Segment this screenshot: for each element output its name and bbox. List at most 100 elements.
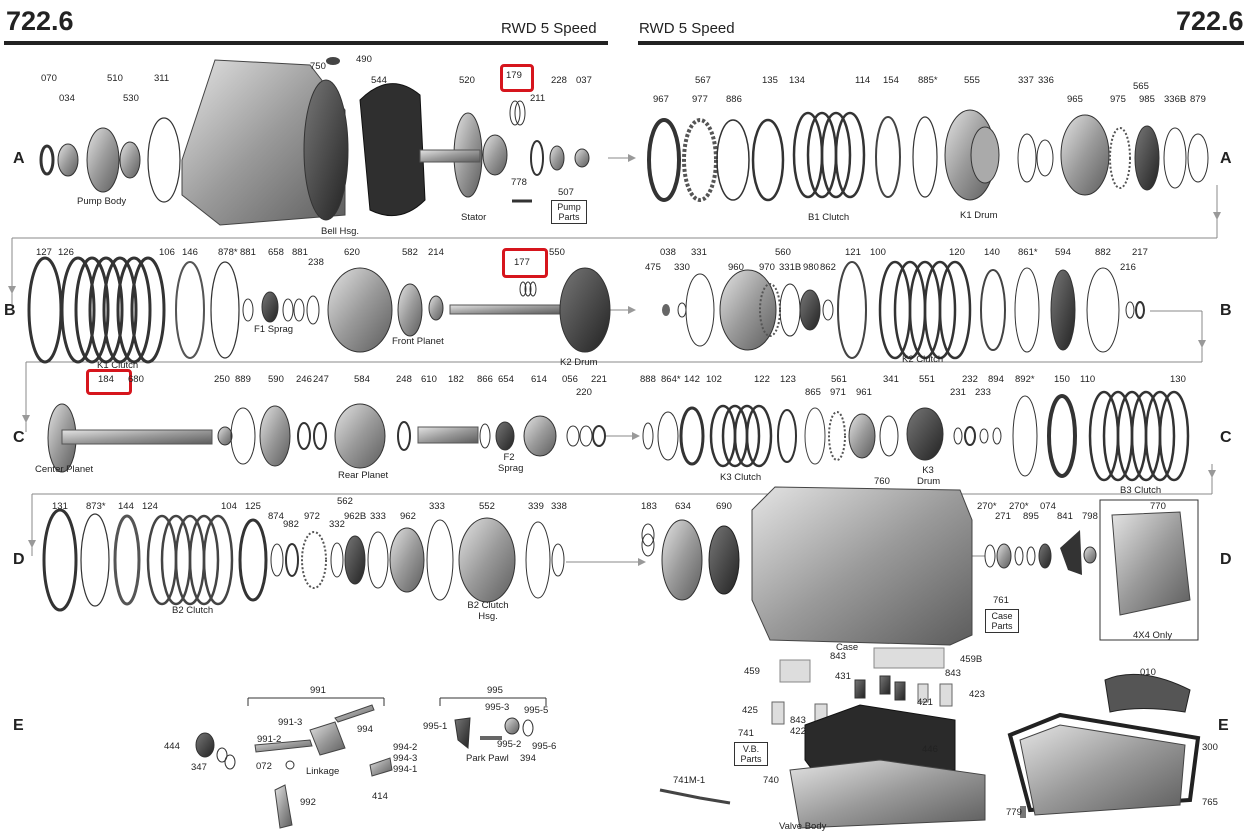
- part-number: 991-2: [257, 734, 282, 745]
- part-number: 231: [950, 387, 966, 398]
- row-label-b-left: B: [4, 302, 16, 319]
- part-number: 135: [762, 75, 778, 86]
- part-number: 530: [123, 93, 139, 104]
- part-number: 960: [728, 262, 744, 273]
- part-number: 895: [1023, 511, 1039, 522]
- part-number: 740: [763, 775, 779, 786]
- part-number: 102: [706, 374, 722, 385]
- part-number: 889: [235, 374, 251, 385]
- part-number: 843: [830, 651, 846, 662]
- part-number: 590: [268, 374, 284, 385]
- part-number: 550: [549, 247, 565, 258]
- part-number: 991: [310, 685, 326, 696]
- part-number: 620: [344, 247, 360, 258]
- row-label-a-left: A: [13, 150, 25, 167]
- part-number: 338: [551, 501, 567, 512]
- part-number: 414: [372, 791, 388, 802]
- part-number: 126: [58, 247, 74, 258]
- part-number: 741: [738, 728, 754, 739]
- speed-label-left: RWD 5 Speed: [501, 20, 597, 37]
- part-number: 894: [988, 374, 1004, 385]
- caption: F1 Sprag: [254, 324, 294, 335]
- part-number: 765: [1202, 797, 1218, 808]
- part-number: 010: [1140, 667, 1156, 678]
- part-number: 565: [1133, 81, 1149, 92]
- part-number: 761: [993, 595, 1009, 606]
- caption: K2 Clutch: [902, 354, 944, 365]
- part-number: 690: [716, 501, 732, 512]
- part-number: 034: [59, 93, 75, 104]
- caption: 4X4 Only: [1133, 630, 1173, 641]
- part-number: 994-2: [393, 742, 418, 753]
- part-number: 961: [856, 387, 872, 398]
- part-number: 422: [790, 726, 806, 737]
- part-number: 992: [300, 797, 316, 808]
- part-number: 962B: [344, 511, 367, 522]
- part-number: 507: [558, 187, 574, 198]
- part-number: 864*: [661, 374, 681, 385]
- part-number: 182: [448, 374, 464, 385]
- row-label-c-right: C: [1220, 429, 1232, 446]
- part-number: 217: [1132, 247, 1148, 258]
- part-number: 131: [52, 501, 68, 512]
- caption: Rear Planet: [338, 470, 389, 481]
- part-number: 985: [1139, 94, 1155, 105]
- part-number: 965: [1067, 94, 1083, 105]
- part-number: 311: [154, 73, 170, 84]
- part-number: 100: [870, 247, 886, 258]
- part-number: 124: [142, 501, 158, 512]
- part-number: 125: [245, 501, 261, 512]
- part-number: 220: [576, 387, 592, 398]
- part-number: 106: [159, 247, 175, 258]
- part-number: 873*: [86, 501, 106, 512]
- part-number: 333: [370, 511, 386, 522]
- part-number: 183: [641, 501, 657, 512]
- part-number: 995-6: [532, 741, 557, 752]
- caption: K3 Clutch: [720, 472, 762, 483]
- part-number: 337: [1018, 75, 1034, 86]
- part-number: 490: [356, 54, 372, 65]
- part-number: 459: [744, 666, 760, 677]
- part-number: 866: [477, 374, 493, 385]
- part-number: 221: [591, 374, 607, 385]
- part-number: 862: [820, 262, 836, 273]
- part-number: 750: [310, 61, 326, 72]
- part-number: 216: [1120, 262, 1136, 273]
- part-number: 233: [975, 387, 991, 398]
- caption: Pump Body: [77, 196, 127, 207]
- part-number: 994-1: [393, 764, 418, 775]
- part-number: 865: [805, 387, 821, 398]
- part-number: 967: [653, 94, 669, 105]
- caption: Linkage: [306, 766, 340, 777]
- part-number: 070: [41, 73, 57, 84]
- part-number: 886: [726, 94, 742, 105]
- header-rule-right: [638, 41, 1244, 45]
- part-number: 074: [1040, 501, 1056, 512]
- part-number: 444: [164, 741, 180, 752]
- part-number: 270*: [1009, 501, 1029, 512]
- caption: B2 Clutch: [172, 605, 214, 616]
- part-number: 421: [917, 697, 933, 708]
- caption: K1 Drum: [960, 210, 998, 221]
- part-number: 336: [1038, 75, 1054, 86]
- part-number: 552: [479, 501, 495, 512]
- part-number: 394: [520, 753, 536, 764]
- part-number: 114: [855, 75, 871, 86]
- part-number: 130: [1170, 374, 1186, 385]
- part-number: 140: [984, 247, 1000, 258]
- part-number: 779: [1006, 807, 1022, 818]
- part-number: 127: [36, 247, 52, 258]
- part-number: 551: [919, 374, 935, 385]
- part-number: 584: [354, 374, 370, 385]
- part-number-highlighted: 177: [514, 257, 530, 268]
- part-number: 072: [256, 761, 272, 772]
- part-number: 110: [1080, 374, 1096, 385]
- part-number: 962: [400, 511, 416, 522]
- caption: F2 Sprag: [498, 452, 524, 474]
- part-number: 881: [292, 247, 308, 258]
- part-number: 778: [511, 177, 527, 188]
- part-number-highlighted: 179: [506, 70, 522, 81]
- header-rule-left: [4, 41, 608, 45]
- part-number: 680: [128, 374, 144, 385]
